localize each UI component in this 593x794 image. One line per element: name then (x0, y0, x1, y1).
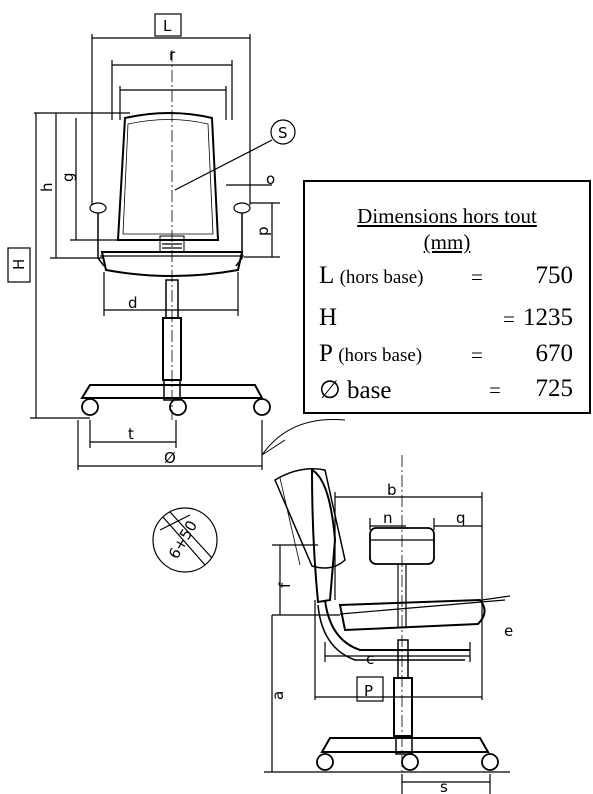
row-symbol: P (319, 340, 332, 367)
row-qualifier: (hors base) (338, 345, 423, 366)
row-H: H = 1235 (319, 304, 579, 334)
row-equals: = (503, 307, 515, 331)
label-n: n (383, 509, 393, 527)
label-r: r (169, 46, 176, 64)
row-P: P (hors base) = 670 (319, 340, 579, 370)
label-P: P (364, 682, 373, 700)
label-p: p (254, 226, 272, 236)
row-L: L (hors base) = 750 (319, 262, 579, 292)
side-view (261, 418, 511, 794)
label-b: b (387, 481, 397, 499)
row-value: 670 (535, 340, 574, 367)
row-equals: = (471, 265, 483, 289)
table-unit: (mm) (423, 230, 471, 254)
row-symbol: H (319, 304, 338, 331)
row-symbol: L (319, 262, 334, 289)
dimensions-table: Dimensions hors tout (mm) L (hors base) … (303, 180, 591, 414)
row-value: 750 (535, 262, 574, 289)
label-q: q (456, 509, 466, 527)
label-e: e (504, 622, 513, 640)
row-qualifier: (hors base) (339, 267, 424, 288)
label-d: d (128, 294, 138, 312)
row-value: 725 (535, 375, 574, 402)
label-S: S (278, 124, 288, 142)
label-c: c (366, 650, 374, 668)
label-o: o (266, 170, 275, 188)
label-H: H (10, 259, 28, 270)
label-g: g (59, 172, 77, 182)
row-symbol: ∅ base (319, 377, 392, 404)
label-h: h (38, 182, 56, 192)
row-value: 1235 (523, 304, 573, 331)
row-equals: = (471, 343, 483, 367)
tilt-detail (152, 507, 218, 573)
row-equals: = (489, 378, 501, 402)
label-f: f (276, 582, 294, 588)
front-view (7, 13, 296, 470)
row-base-diameter: ∅ base = 725 (319, 375, 579, 405)
table-title: Dimensions hors tout (357, 204, 537, 228)
label-a: a (269, 691, 287, 700)
label-L: L (163, 17, 172, 35)
label-s: s (440, 778, 448, 794)
label-diameter: Ø (164, 449, 176, 467)
label-t: t (128, 425, 134, 443)
